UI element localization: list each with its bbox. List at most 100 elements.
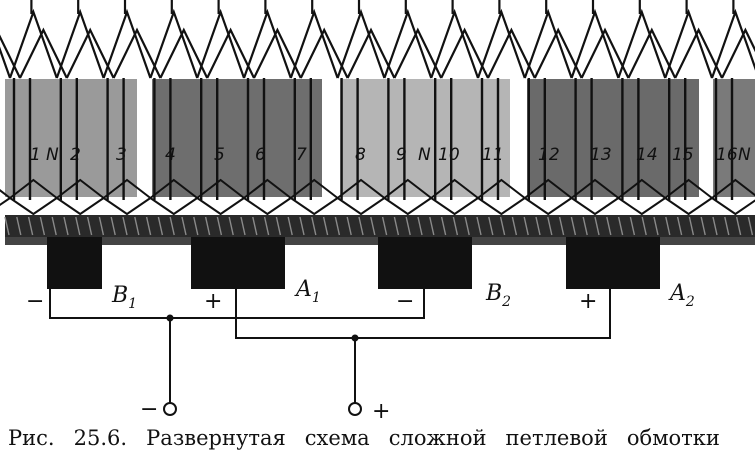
commutator-segment bbox=[499, 216, 506, 236]
top-coil-end bbox=[393, 27, 443, 79]
commutator-segment bbox=[4, 216, 10, 236]
top-coil-end bbox=[289, 8, 339, 79]
commutator-segment bbox=[676, 216, 683, 236]
pole-label-1d: 3 bbox=[116, 145, 127, 165]
commutator-segment bbox=[63, 216, 69, 236]
pole-piece-1 bbox=[5, 79, 137, 197]
bottom-coil-end bbox=[0, 197, 11, 207]
commutator-segment bbox=[193, 216, 199, 236]
commutator-segment bbox=[700, 216, 706, 236]
commutator-segment bbox=[204, 216, 211, 236]
pole-label-4d: 15 bbox=[672, 145, 694, 165]
top-coil-end bbox=[383, 8, 433, 79]
top-coil-end bbox=[721, 27, 755, 79]
pole-label-5a: 16 bbox=[716, 145, 738, 165]
pole-label-2a: 4 bbox=[165, 145, 176, 165]
commutator-segment bbox=[263, 216, 270, 236]
commutator-segment bbox=[747, 216, 754, 236]
commutator-segment bbox=[511, 216, 518, 236]
commutator-segment bbox=[299, 216, 305, 236]
bottom-coil-end bbox=[196, 197, 245, 216]
bottom-coil-end bbox=[430, 197, 479, 216]
brush-b2-label: B2 bbox=[485, 281, 511, 310]
top-coil-end bbox=[627, 27, 677, 79]
commutator-segment bbox=[488, 216, 494, 236]
brush-b1-sub: 1 bbox=[128, 296, 137, 312]
figure-caption: Рис. 25.6. Развернутая схема сложной пет… bbox=[8, 426, 720, 450]
bottom-coil-end bbox=[149, 197, 198, 216]
pole-label-3c: N bbox=[418, 145, 431, 165]
top-coil-end bbox=[0, 46, 12, 79]
bottom-coil-end bbox=[617, 178, 666, 199]
top-coil-end bbox=[55, 8, 105, 79]
bottom-coil-end bbox=[337, 197, 385, 216]
negative-terminal-label: − bbox=[140, 397, 158, 422]
commutator-bar bbox=[5, 215, 755, 237]
commutator-segment bbox=[358, 216, 364, 236]
top-coil-end bbox=[149, 8, 199, 79]
top-coil-end bbox=[664, 8, 714, 79]
top-coil-end bbox=[580, 27, 630, 79]
positive-terminal bbox=[348, 402, 362, 416]
commutator-segment bbox=[157, 216, 164, 236]
bottom-coil-end bbox=[383, 178, 432, 199]
pole-label-3b: 9 bbox=[396, 145, 407, 165]
commutator-segment bbox=[311, 216, 317, 236]
bottom-coil-end bbox=[477, 197, 526, 216]
bottom-coil-end bbox=[56, 197, 105, 216]
brush-b1 bbox=[47, 237, 102, 289]
pole-label-2c: 6 bbox=[255, 145, 266, 165]
commutator-segment bbox=[735, 216, 742, 236]
commutator-segment bbox=[523, 216, 529, 236]
bottom-coil-end bbox=[336, 178, 386, 199]
top-coil-end bbox=[8, 8, 58, 79]
commutator-segment bbox=[16, 216, 22, 236]
top-coil-end bbox=[299, 27, 349, 79]
bottom-coil-end bbox=[102, 178, 152, 199]
caption-word-2: 25.6. bbox=[73, 426, 128, 450]
brush-b2-letter: B bbox=[485, 281, 502, 306]
commutator-segment bbox=[252, 216, 258, 236]
bottom-coil-end bbox=[243, 178, 292, 199]
top-coil-end bbox=[346, 27, 396, 79]
brush-a1-label: A1 bbox=[294, 277, 321, 306]
top-coil-end bbox=[206, 27, 255, 79]
bottom-coil-end bbox=[9, 197, 58, 216]
brush-a2-polarity: + bbox=[579, 289, 597, 314]
brush-a1-sub: 1 bbox=[312, 290, 321, 306]
slot-conductors bbox=[12, 78, 734, 200]
top-coil-end bbox=[710, 8, 755, 79]
caption-word-4: схема bbox=[304, 426, 370, 450]
top-coil-end bbox=[196, 8, 246, 79]
bottom-coil-end bbox=[571, 197, 619, 216]
top-coil-end bbox=[336, 8, 386, 79]
commutator-segment bbox=[322, 216, 329, 236]
commutator-segment bbox=[110, 216, 116, 236]
pole-piece-2 bbox=[152, 79, 322, 197]
pole-label-1b: N bbox=[46, 145, 59, 165]
brush-labels: − B1 + A1 − B2 + A2 bbox=[26, 277, 695, 314]
commutator-segment bbox=[629, 216, 636, 236]
bottom-coil-end bbox=[524, 178, 573, 199]
bottom-coil-end bbox=[290, 178, 339, 199]
commutator-segments bbox=[4, 216, 754, 236]
pole-labels: 1 N 2 3 4 5 6 7 8 9 N 10 11 12 13 14 15 … bbox=[30, 145, 751, 165]
commutator-segment bbox=[417, 216, 423, 236]
top-coil-end bbox=[19, 27, 68, 79]
bottom-coil-end bbox=[664, 197, 713, 216]
bottom-coil-end bbox=[430, 178, 479, 199]
commutator-segment bbox=[582, 216, 588, 236]
pole-label-3d: 10 bbox=[438, 145, 460, 165]
commutator-segment bbox=[558, 216, 565, 236]
pole-label-4a: 12 bbox=[538, 145, 560, 165]
top-coil-end bbox=[242, 8, 292, 79]
bottom-coil-end bbox=[617, 197, 666, 216]
commutator-segment bbox=[688, 216, 695, 236]
top-coil-end bbox=[476, 8, 526, 79]
caption-word-1: Рис. bbox=[8, 426, 55, 450]
bottom-coil-end bbox=[196, 178, 245, 199]
commutator-segment bbox=[98, 216, 105, 236]
top-coil-end bbox=[487, 27, 536, 79]
bottom-coil-end bbox=[570, 178, 620, 199]
